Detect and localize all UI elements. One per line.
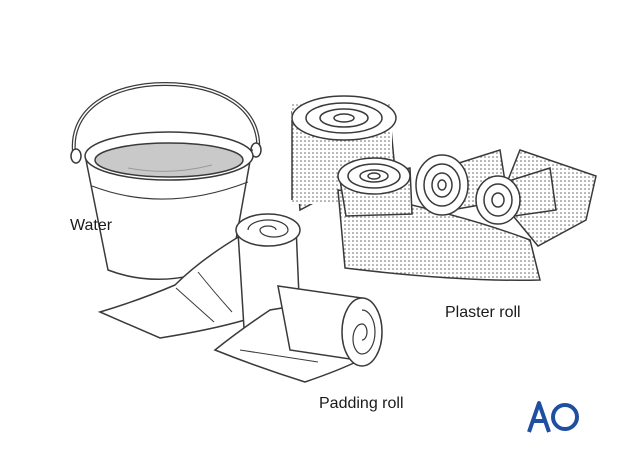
padding-roll-label: Padding roll: [319, 395, 404, 412]
padding-strip-left: [97, 234, 246, 339]
bucket-icon: [70, 81, 262, 281]
water-label: Water: [70, 217, 113, 234]
plaster-roll-label: Plaster roll: [445, 304, 521, 321]
padding-roll-left-end: [235, 213, 301, 247]
plaster-roll-icon: [291, 95, 597, 281]
padding-roll-right-end: [341, 297, 383, 367]
padding-roll-icon: [97, 213, 383, 383]
water-surface: [94, 142, 244, 178]
ao-logo: AO: [527, 401, 579, 433]
